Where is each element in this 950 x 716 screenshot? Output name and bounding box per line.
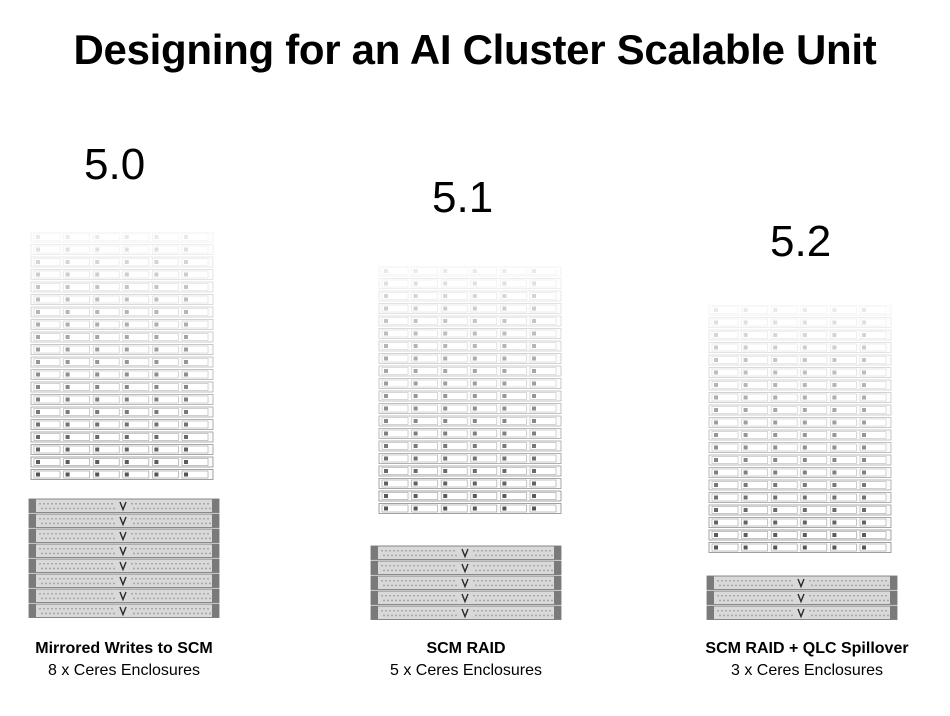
server-unit [708,517,892,528]
server-stack-5-2 [708,305,892,553]
ceres-enclosure [706,575,898,590]
server-unit [378,278,562,289]
server-unit [378,503,562,514]
server-unit [708,529,892,541]
server-unit [378,415,562,427]
server-unit [30,294,214,305]
slide-title: Designing for an AI Cluster Scalable Uni… [73,26,877,73]
ceres-enclosure [28,558,220,573]
enclosure-stack-5-1 [370,545,562,620]
ceres-enclosure [28,513,220,528]
server-unit [30,406,214,418]
server-unit [378,390,562,402]
server-unit [30,356,214,368]
server-unit [378,465,562,477]
server-unit [30,256,214,268]
ceres-enclosure [28,498,220,513]
server-unit [30,281,214,293]
server-unit [378,340,562,352]
server-unit [378,315,562,327]
server-unit [708,542,892,553]
ceres-enclosure [28,528,220,543]
server-unit [30,319,214,330]
caption-title: SCM RAID [426,640,506,657]
server-unit [30,394,214,405]
server-unit [30,431,214,443]
server-unit [708,305,892,316]
server-unit [30,456,214,468]
enclosure-stack-5-0 [28,498,220,618]
ceres-enclosure [28,573,220,588]
caption-5-2: SCM RAID + QLC Spillover 3 x Ceres Enclo… [657,638,950,682]
caption-title: Mirrored Writes to SCM [35,640,213,657]
server-unit [30,306,214,318]
server-unit [708,417,892,428]
server-unit [378,440,562,452]
caption-5-0: Mirrored Writes to SCM 8 x Ceres Enclosu… [0,638,274,682]
ceres-enclosure [706,605,898,620]
caption-subtitle: 8 x Ceres Enclosures [47,662,201,679]
server-unit [378,290,562,302]
server-unit [30,269,214,280]
server-unit [708,429,892,441]
server-unit [378,353,562,364]
ceres-enclosure [370,560,562,575]
version-label-5-0: 5.0 [84,140,146,189]
enclosure-stack-5-2 [706,575,898,620]
server-unit [378,478,562,489]
ceres-enclosure [28,543,220,558]
caption-subtitle: 3 x Ceres Enclosures [730,662,884,679]
server-unit [708,404,892,416]
server-unit [378,490,562,502]
caption-5-1: SCM RAID 5 x Ceres Enclosures [316,638,616,682]
ceres-enclosure [28,603,220,618]
server-unit [378,428,562,439]
server-unit [378,378,562,389]
server-unit [708,354,892,366]
server-unit [30,331,214,343]
server-unit [30,344,214,355]
server-unit [378,303,562,314]
server-unit [708,392,892,403]
server-unit [708,342,892,353]
server-unit [30,419,214,430]
ceres-enclosure [706,590,898,605]
server-unit [30,381,214,393]
server-unit [708,317,892,328]
caption-title: SCM RAID + QLC Spillover [705,640,909,657]
server-unit [378,328,562,339]
server-stack-5-1 [378,266,562,514]
server-unit [708,367,892,378]
server-unit [30,469,214,480]
server-unit [708,504,892,516]
ceres-enclosure [370,590,562,605]
ceres-enclosure [370,545,562,560]
server-unit [30,232,214,243]
ceres-enclosure [28,588,220,603]
server-unit [30,444,214,455]
server-unit [708,467,892,478]
version-label-5-1: 5.1 [432,173,494,222]
server-unit [378,365,562,377]
server-unit [708,454,892,466]
server-unit [708,479,892,491]
caption-subtitle: 5 x Ceres Enclosures [389,662,543,679]
server-unit [378,453,562,464]
server-unit [378,266,562,277]
server-unit [708,329,892,341]
server-unit [30,369,214,380]
ceres-enclosure [370,605,562,620]
server-unit [378,403,562,414]
server-unit [708,442,892,453]
server-unit [708,492,892,503]
ceres-enclosure [370,575,562,590]
server-unit [30,244,214,255]
version-label-5-2: 5.2 [770,217,832,266]
server-stack-5-0 [30,232,214,480]
server-unit [708,379,892,391]
